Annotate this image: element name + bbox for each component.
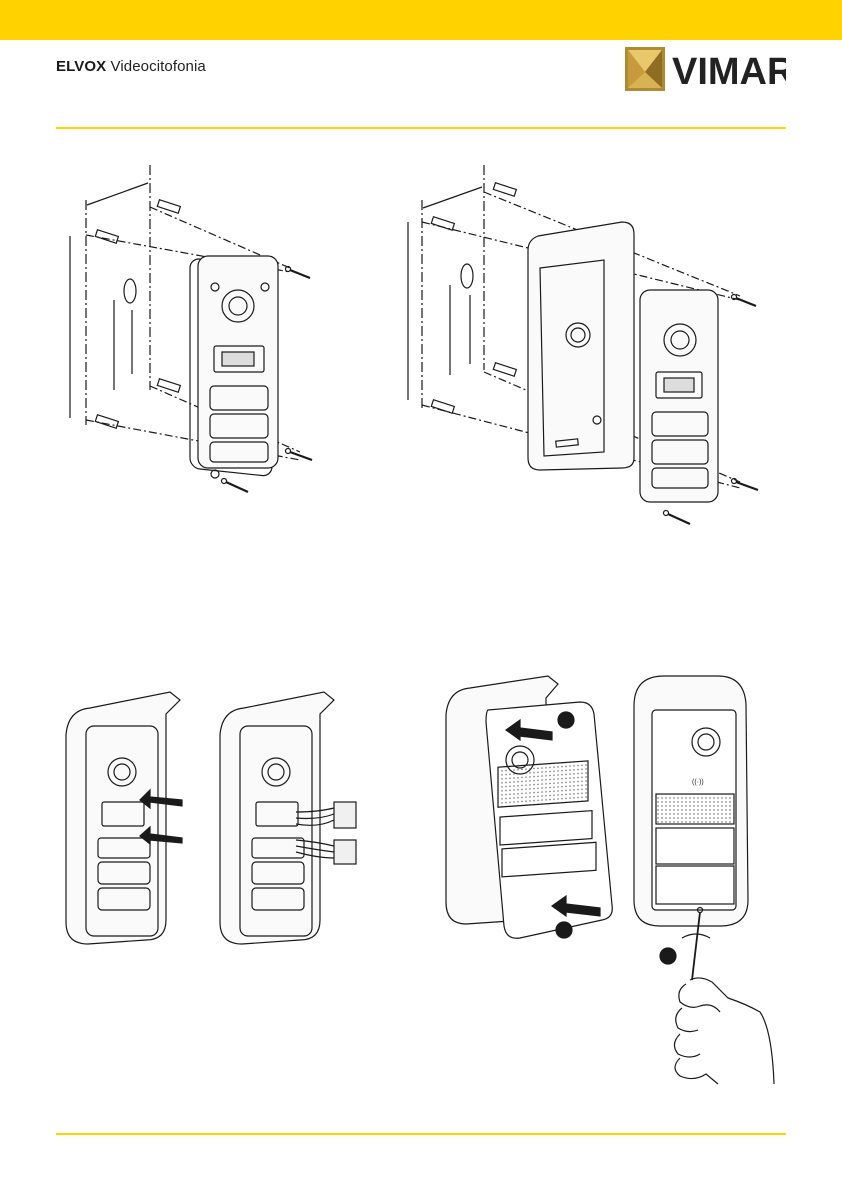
svg-text:((·)): ((·)): [692, 779, 704, 786]
step-marker-2: [556, 922, 572, 938]
front-cover-fitting-diagram: ((·)): [446, 676, 748, 938]
wall-plug: [431, 183, 516, 413]
rotate-arrow: [682, 934, 710, 938]
connector-insertion-diagram: [66, 692, 356, 944]
wall-mounting-diagram: [70, 165, 312, 492]
step-marker-3: [660, 948, 676, 964]
screwdriver-hand-diagram: [660, 912, 774, 1084]
step-marker-1: [558, 712, 574, 728]
wall-mounting-with-rain-hood-diagram: [408, 165, 758, 524]
